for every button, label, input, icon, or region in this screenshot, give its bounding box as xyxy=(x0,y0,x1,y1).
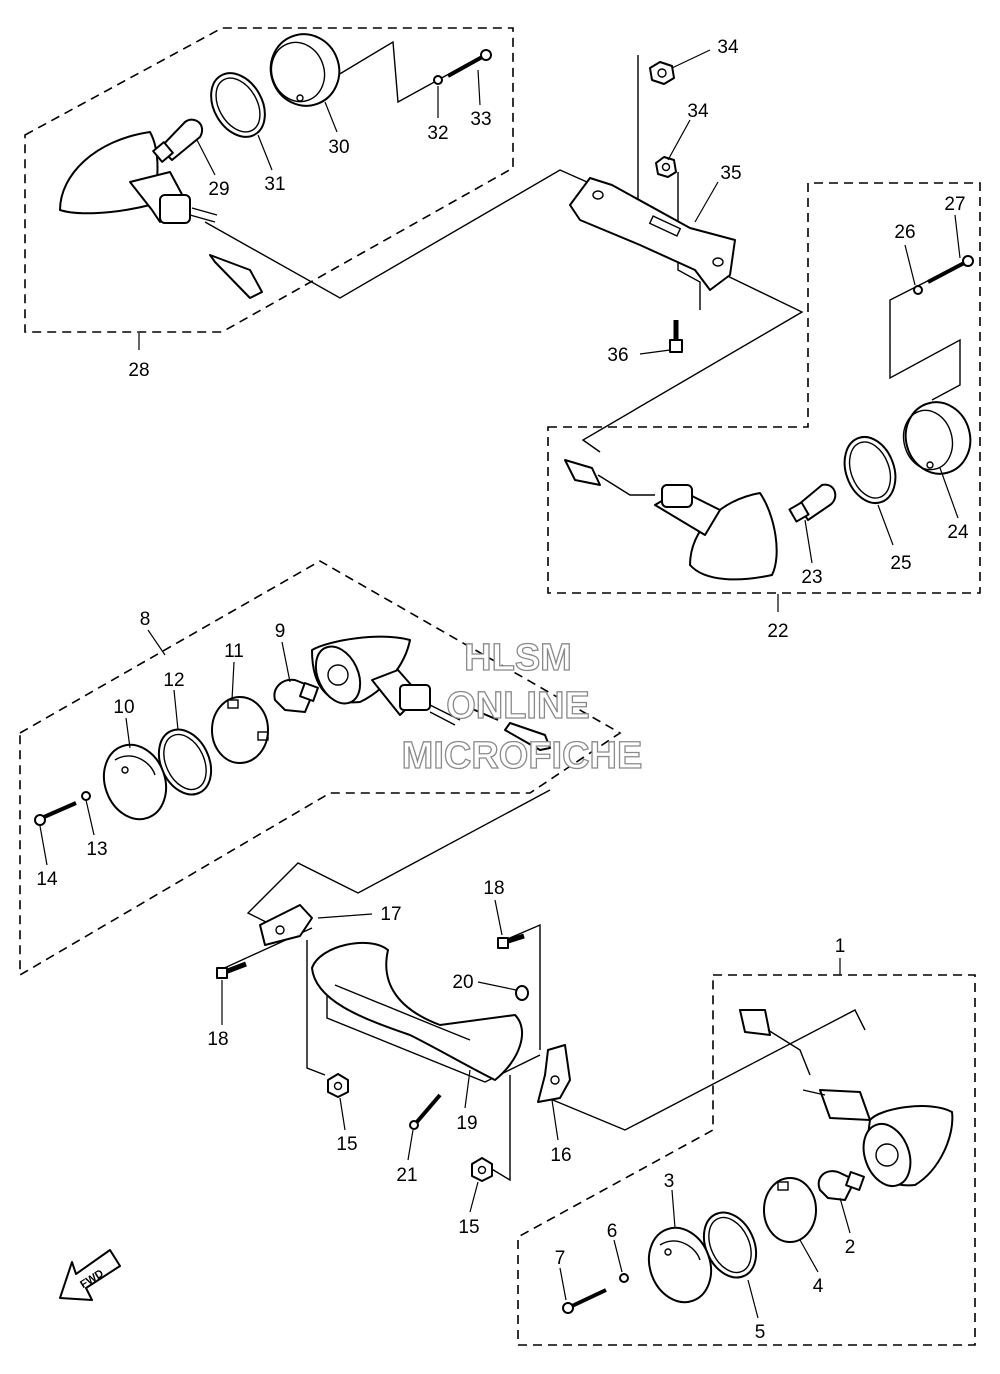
callout-34-top: 34 xyxy=(717,37,739,58)
callout-labels: 1 2 3 4 5 6 7 8 9 10 11 12 13 14 15 15 1… xyxy=(36,37,969,1343)
stay-16 xyxy=(537,1044,571,1103)
bolt-18-right xyxy=(497,933,525,949)
callout-14: 14 xyxy=(36,869,58,890)
gasket-25 xyxy=(843,436,897,504)
cover-19 xyxy=(311,941,524,1081)
watermark-line2: ONLINE xyxy=(446,685,590,727)
callout-32: 32 xyxy=(427,123,448,144)
reflector-4 xyxy=(763,1177,817,1243)
nut-34-top xyxy=(649,61,675,85)
callout-10: 10 xyxy=(113,697,134,718)
callout-15-left: 15 xyxy=(336,1134,357,1155)
wire-route-8-to-17 xyxy=(246,789,551,926)
callout-8: 8 xyxy=(140,609,151,630)
bracket-35 xyxy=(569,177,736,291)
lead-19-frame xyxy=(326,985,541,1083)
signal-lamp-28 xyxy=(59,131,263,299)
assembly-28-boundary xyxy=(24,27,514,333)
callout-18-left: 18 xyxy=(207,1029,228,1050)
washer-6 xyxy=(619,1273,629,1283)
callout-12: 12 xyxy=(163,670,184,691)
lens-3 xyxy=(647,1226,713,1304)
callout-36: 36 xyxy=(607,345,628,366)
watermark-line3: MICROFICHE xyxy=(402,735,643,777)
bulb-9 xyxy=(273,678,319,713)
watermark-line1: HLSM xyxy=(464,637,572,679)
reflector-11 xyxy=(211,696,269,764)
screw-27 xyxy=(927,255,974,284)
callout-21: 21 xyxy=(396,1165,417,1186)
callout-4: 4 xyxy=(813,1276,824,1297)
washer-13 xyxy=(81,791,91,801)
lens-24 xyxy=(902,401,972,475)
callout-18-right: 18 xyxy=(483,878,504,899)
callout-5: 5 xyxy=(755,1322,766,1343)
assembly-22-boundary xyxy=(547,182,981,594)
nut-34-middle xyxy=(655,156,677,178)
callout-7: 7 xyxy=(555,1248,566,1269)
callout-25: 25 xyxy=(890,553,911,574)
nut-15-left xyxy=(327,1073,349,1098)
callout-34-middle: 34 xyxy=(687,101,709,122)
callout-30: 30 xyxy=(328,137,349,158)
fwd-arrow-icon: FWD xyxy=(59,1249,121,1301)
callout-3: 3 xyxy=(664,1171,675,1192)
callout-19: 19 xyxy=(456,1113,477,1134)
grommet-20 xyxy=(515,985,529,1001)
callout-9: 9 xyxy=(275,621,286,642)
callout-24: 24 xyxy=(947,522,969,543)
callout-26: 26 xyxy=(894,222,915,243)
lens-10 xyxy=(102,743,168,821)
washer-32 xyxy=(433,75,443,85)
callout-15-right: 15 xyxy=(458,1217,479,1238)
washer-26 xyxy=(913,285,923,295)
lead-16-15 xyxy=(489,1075,511,1182)
callout-16: 16 xyxy=(550,1145,571,1166)
callout-23: 23 xyxy=(801,567,822,588)
leader-lines xyxy=(39,49,961,1319)
signal-lamp-8 xyxy=(311,635,551,751)
lens-30 xyxy=(269,33,341,107)
screw-7 xyxy=(562,1288,607,1314)
signal-lamp-1 xyxy=(739,1009,954,1187)
callout-27: 27 xyxy=(944,194,965,215)
bulb-29 xyxy=(152,118,204,163)
callout-6: 6 xyxy=(607,1221,618,1242)
bolt-18-left xyxy=(216,961,247,979)
wire-route-bracket-to-22 xyxy=(581,269,804,453)
lead-17-15 xyxy=(306,940,326,1076)
callout-29: 29 xyxy=(208,179,229,200)
callout-35: 35 xyxy=(720,163,741,184)
callout-31: 31 xyxy=(264,174,285,195)
assembly-1-boundary xyxy=(517,974,976,1346)
signal-lamp-22 xyxy=(564,459,778,581)
bolt-36 xyxy=(669,320,683,353)
screw-14 xyxy=(34,801,77,826)
callout-33: 33 xyxy=(470,109,491,130)
wire-route-28-to-bracket xyxy=(204,169,606,299)
callout-17: 17 xyxy=(380,904,401,925)
lead-24-27 xyxy=(889,261,966,401)
callout-28: 28 xyxy=(128,360,149,381)
callout-13: 13 xyxy=(86,839,107,860)
wire-route-16-to-1 xyxy=(547,1009,866,1131)
callout-20: 20 xyxy=(452,972,473,993)
screw-21 xyxy=(409,1093,442,1130)
assembly-8-boundary xyxy=(19,560,622,977)
bulb-23 xyxy=(788,483,837,523)
nut-15-right xyxy=(471,1157,493,1182)
gasket-31 xyxy=(210,72,266,138)
lead-18-16 xyxy=(504,923,541,1050)
stay-17 xyxy=(259,904,313,946)
callout-11: 11 xyxy=(224,641,244,662)
callout-1: 1 xyxy=(835,936,846,957)
callout-2: 2 xyxy=(845,1237,856,1258)
screw-33 xyxy=(447,49,492,78)
callout-22: 22 xyxy=(767,621,788,642)
bulb-2 xyxy=(817,1170,865,1201)
